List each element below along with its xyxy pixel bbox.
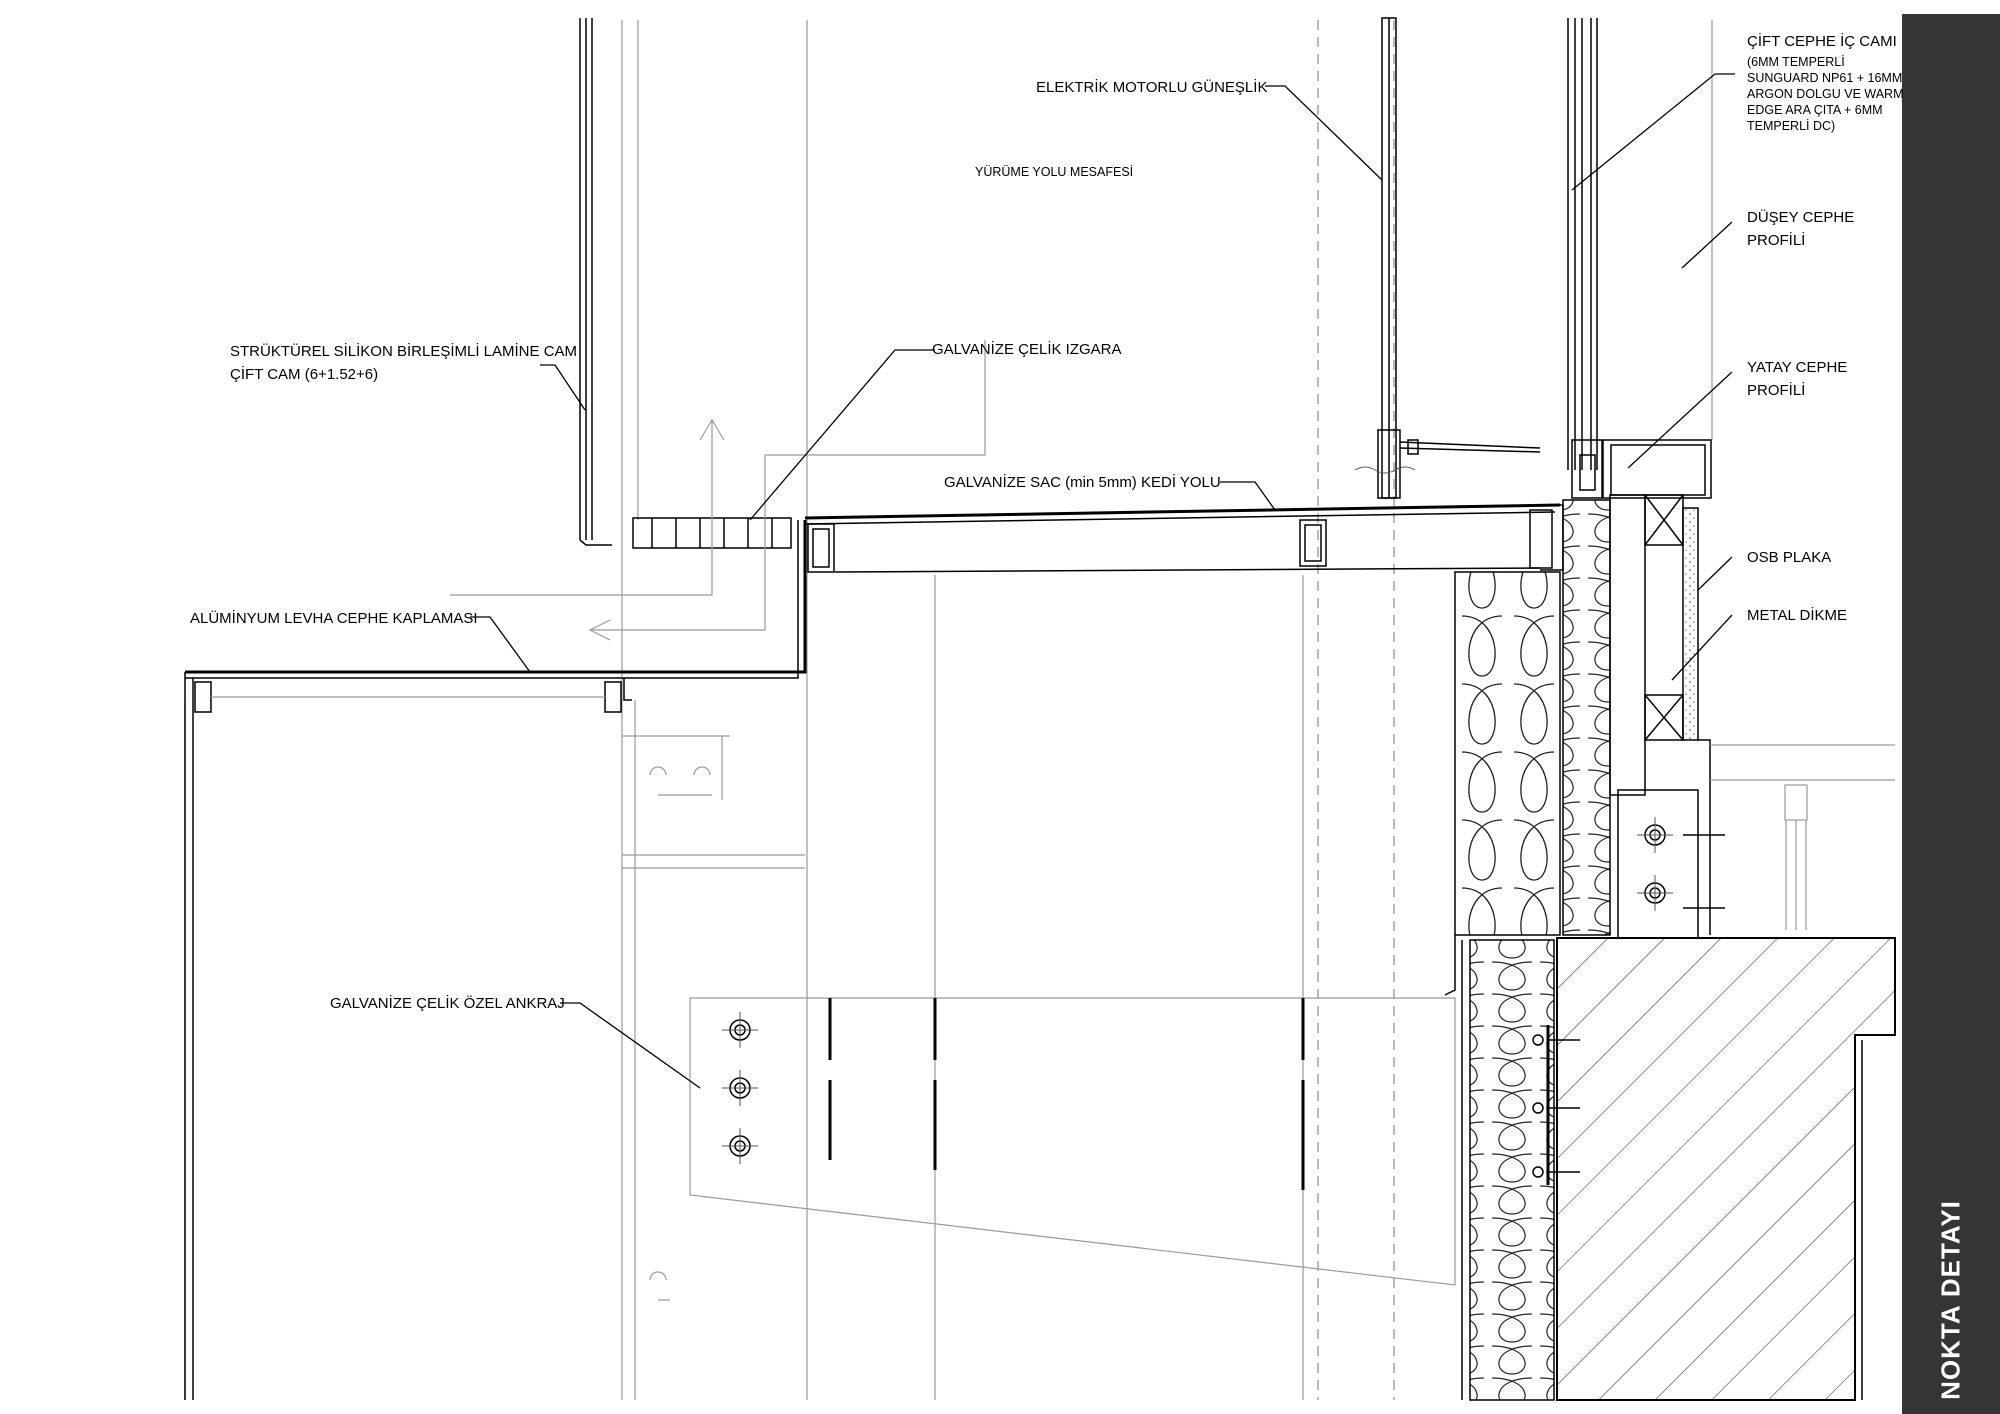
inner-facade (1567, 18, 1712, 499)
label-inner-glass: ÇİFT CEPHE İÇ CAMI (1747, 32, 1897, 50)
label-grating: GALVANİZE ÇELİK IZGARA (932, 340, 1122, 358)
label-structural-glass-2: ÇİFT CAM (6+1.52+6) (230, 365, 378, 383)
aluminium-cladding (184, 520, 807, 1400)
label-structural-glass: STRÜKTÜREL SİLİKON BİRLEŞİMLİ LAMİNE CAM (230, 342, 577, 360)
label-inner-glass-detail-2: SUNGUARD NP61 + 16MM (1747, 71, 1902, 85)
label-horizontal-profile: YATAY CEPHE (1747, 359, 1847, 376)
label-inner-glass-detail-5: TEMPERLİ DC) (1747, 119, 1835, 133)
leader-lines (470, 73, 1735, 1089)
steel-anchor (689, 997, 1456, 1286)
label-walkway: YÜRÜME YOLU MESAFESİ (975, 165, 1133, 179)
structural-glass (579, 18, 612, 546)
label-horizontal-profile-2: PROFİLİ (1747, 381, 1805, 399)
label-inner-glass-detail-3: ARGON DOLGU VE WARM (1747, 87, 1904, 101)
label-vertical-profile-2: PROFİLİ (1747, 231, 1805, 249)
motorised-sunshade (1354, 17, 1541, 499)
annotations: STRÜKTÜREL SİLİKON BİRLEŞİMLİ LAMİNE CAM… (190, 32, 1904, 1012)
facade-stud-assembly (1609, 494, 1895, 939)
insulation-lower (1444, 935, 1555, 1401)
label-vertical-profile: DÜŞEY CEPHE (1747, 208, 1854, 226)
label-cladding: ALÜMİNYUM LEVHA CEPHE KAPLAMASI (190, 609, 478, 627)
concrete-slab (1532, 937, 1896, 1401)
label-inner-glass-detail-4: EDGE ARA ÇITA + 6MM (1747, 103, 1883, 117)
label-anchor: GALVANİZE ÇELİK ÖZEL ANKRAJ (330, 994, 565, 1012)
label-catwalk: GALVANİZE SAC (min 5mm) KEDİ YOLU (944, 473, 1221, 491)
label-metal-stud: METAL DİKME (1747, 606, 1847, 624)
label-osb: OSB PLAKA (1747, 549, 1831, 566)
insulation-upper (1454, 499, 1611, 936)
label-sunshade: ELEKTRİK MOTORLU GÜNEŞLİK (1036, 78, 1267, 96)
title-sidebar (1902, 14, 2000, 1414)
flow-arrows (450, 340, 986, 641)
label-inner-glass-detail-1: (6MM TEMPERLİ (1747, 55, 1845, 69)
catwalk (804, 503, 1564, 573)
